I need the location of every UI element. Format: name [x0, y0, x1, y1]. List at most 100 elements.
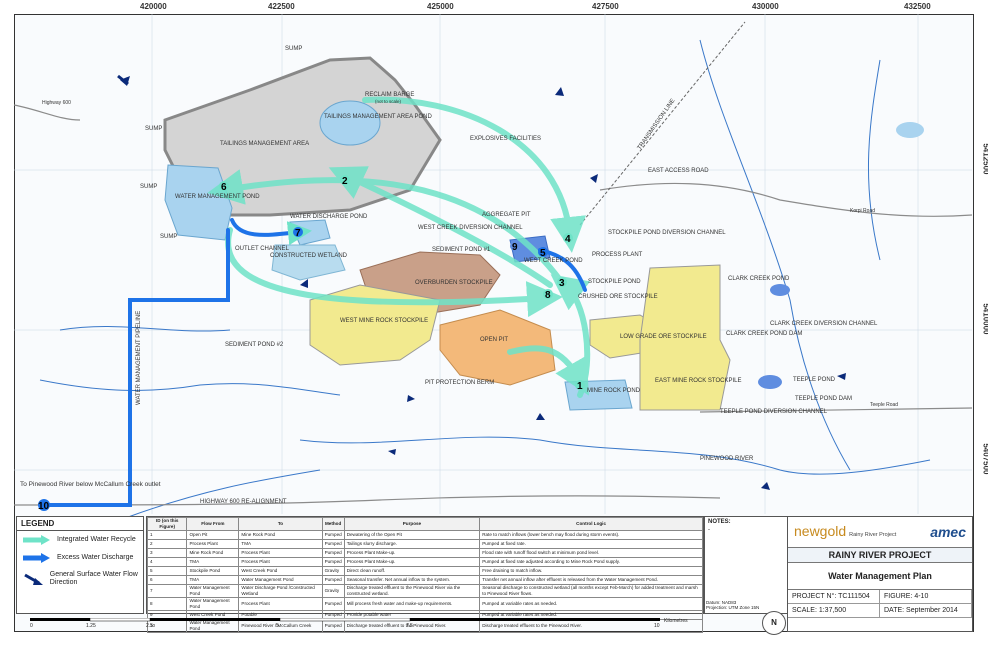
- table-cell: 2: [146, 539, 188, 549]
- table-cell: Mine Rock Pond: [238, 530, 323, 540]
- svg-text:OVERBURDEN STOCKPILE: OVERBURDEN STOCKPILE: [415, 280, 493, 286]
- marker-2: 2: [340, 175, 350, 187]
- table-cell: Open Pit: [186, 530, 240, 540]
- svg-text:9: 9: [512, 242, 518, 253]
- table-cell: Discharge treated effluent to the Pinewo…: [343, 584, 481, 598]
- table-cell: 7: [146, 584, 188, 598]
- table-cell: Seasonal transfer. Net annual inflow to …: [343, 575, 481, 585]
- svg-text:4: 4: [565, 234, 571, 245]
- marker-7: 7: [293, 227, 303, 239]
- table-cell: Water Management Pond: [186, 597, 240, 611]
- svg-text:3: 3: [559, 278, 565, 289]
- svg-text:Highway 600: Highway 600: [42, 100, 71, 106]
- table-cell: Flood rate with runoff flood switch at m…: [479, 548, 703, 558]
- table-cell: TMA: [186, 575, 240, 585]
- easting-label: 432500: [904, 2, 931, 11]
- table-cell: Pumped: [321, 548, 345, 558]
- table-cell: TMA: [238, 539, 323, 549]
- svg-text:STOCKPILE POND: STOCKPILE POND: [588, 279, 641, 285]
- table-cell: Process Plant Make-up.: [343, 557, 481, 567]
- svg-text:OPEN PIT: OPEN PIT: [480, 337, 508, 343]
- datum-info: Datum: NAD83 Projection: UTM Zone 15N: [706, 600, 759, 610]
- easting-label: 430000: [752, 2, 779, 11]
- svg-text:EAST MINE ROCK STOCKPILE: EAST MINE ROCK STOCKPILE: [655, 378, 741, 384]
- table-cell: Seasonal discharge to constructed wetlan…: [479, 584, 703, 598]
- svg-text:WATER MANAGEMENT POND: WATER MANAGEMENT POND: [175, 194, 260, 200]
- table-cell: Direct clean runoff.: [343, 566, 481, 576]
- figure-number: FIGURE: 4-10: [880, 590, 972, 604]
- open-pit[interactable]: [439, 309, 556, 386]
- notes-title: NOTES:: [708, 519, 731, 525]
- marker-8: 8: [543, 289, 553, 301]
- scale-tick: 5: [276, 623, 279, 629]
- notes-body: -: [708, 527, 710, 533]
- grid-lines: [14, 14, 972, 514]
- map-scale: SCALE: 1:37,500: [788, 604, 880, 618]
- table-cell: 5: [146, 566, 188, 576]
- scale-unit: Kilometres: [664, 618, 688, 624]
- table-cell: Mill process fresh water and make-up req…: [343, 597, 481, 611]
- col-header: ID (on this Figure): [146, 517, 188, 531]
- datum-line: Datum: NAD83: [706, 600, 737, 605]
- surface-flow-arrows: [117, 74, 846, 490]
- projection-line: Projection: UTM Zone 15N: [706, 605, 760, 610]
- svg-text:CLARK CREEK POND: CLARK CREEK POND: [728, 276, 790, 282]
- svg-text:EAST ACCESS ROAD: EAST ACCESS ROAD: [648, 168, 709, 174]
- constructed-wetland[interactable]: [271, 244, 346, 281]
- scale-bar: 0 1.25 2.5 5 7.5 10 Kilometres: [30, 617, 688, 629]
- marker-4: 4: [563, 233, 573, 245]
- easting-label: 422500: [268, 2, 295, 11]
- table-cell: Pumped at variable rates as needed.: [479, 597, 703, 611]
- amec-logo: amec: [930, 524, 966, 540]
- svg-text:5: 5: [540, 248, 546, 259]
- svg-text:HIGHWAY 600 RE-ALIGNMENT: HIGHWAY 600 RE-ALIGNMENT: [200, 499, 287, 505]
- svg-text:WEST CREEK POND: WEST CREEK POND: [524, 258, 583, 264]
- lake: [896, 122, 924, 138]
- legend-title: LEGEND: [17, 517, 143, 531]
- svg-text:AGGREGATE PIT: AGGREGATE PIT: [482, 212, 531, 218]
- table-cell: Pumped: [321, 530, 345, 540]
- scale-tick: 10: [654, 623, 660, 629]
- svg-text:STOCKPILE POND DIVERSION CHANN: STOCKPILE POND DIVERSION CHANNEL: [608, 230, 726, 236]
- svg-text:(not to scale): (not to scale): [375, 99, 402, 104]
- svg-text:WEST CREEK DIVERSION CHANNEL: WEST CREEK DIVERSION CHANNEL: [418, 225, 523, 231]
- svg-text:Teeple Road: Teeple Road: [870, 402, 898, 408]
- marker-1: 1: [575, 380, 585, 392]
- svg-text:SUMP: SUMP: [285, 46, 302, 52]
- east-mine-rock-stockpile[interactable]: [639, 264, 731, 411]
- svg-text:TEEPLE POND: TEEPLE POND: [793, 377, 836, 383]
- svg-text:LOW GRADE ORE STOCKPILE: LOW GRADE ORE STOCKPILE: [620, 334, 707, 340]
- col-header: Method: [321, 517, 345, 531]
- tma-pond[interactable]: [319, 100, 381, 146]
- svg-text:WATER DISCHARGE POND: WATER DISCHARGE POND: [290, 214, 368, 220]
- teeple-pond: [758, 375, 782, 389]
- svg-text:CRUSHED ORE STOCKPILE: CRUSHED ORE STOCKPILE: [578, 294, 658, 300]
- table-cell: 3: [146, 548, 188, 558]
- easting-label: 427500: [592, 2, 619, 11]
- svg-text:1: 1: [577, 381, 583, 392]
- svg-text:SEDIMENT POND #2: SEDIMENT POND #2: [225, 342, 284, 348]
- legend-item-discharge: Excess Water Discharge: [17, 549, 143, 567]
- svg-text:OUTLET CHANNEL: OUTLET CHANNEL: [235, 246, 290, 252]
- table-cell: 8: [146, 597, 188, 611]
- svg-text:2: 2: [342, 176, 348, 187]
- table-cell: Stockpile Pond: [186, 566, 240, 576]
- marker-9: 9: [510, 241, 520, 253]
- svg-text:PINEWOOD RIVER: PINEWOOD RIVER: [700, 456, 754, 462]
- svg-text:SUMP: SUMP: [145, 126, 162, 132]
- logo-subtitle: Rainy River Project: [849, 532, 897, 538]
- roads: [13, 104, 973, 506]
- figure-title: Water Management Plan: [788, 563, 972, 590]
- table-cell: Water Management Pond: [186, 584, 240, 598]
- figure-date: DATE: September 2014: [880, 604, 972, 618]
- table-cell: Mine Rock Pond: [186, 548, 240, 558]
- project-name: RAINY RIVER PROJECT: [788, 548, 972, 563]
- map-text: RECLAIM BARGE (not to scale) TAILINGS MA…: [20, 46, 898, 505]
- legend-item-surface-flow: General Surface Water Flow Direction: [17, 567, 143, 591]
- table-cell: TMA: [186, 557, 240, 567]
